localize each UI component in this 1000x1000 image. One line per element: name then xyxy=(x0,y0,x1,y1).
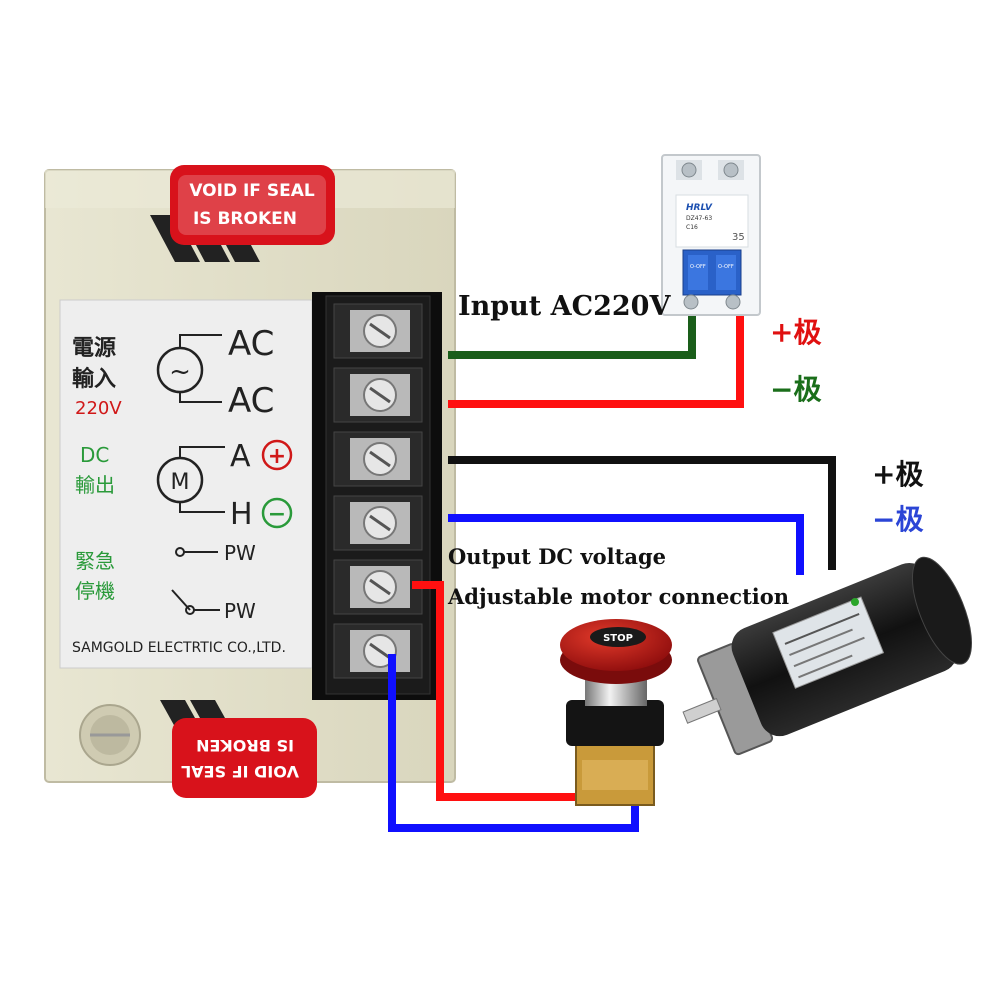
annotation-motor-minus: −极 xyxy=(872,503,923,536)
seal-sticker-top: VOID IF SEAL IS BROKEN xyxy=(170,165,335,245)
power-voltage: 220V xyxy=(75,398,122,419)
minus-symbol: − xyxy=(268,502,286,527)
label-panel-contents: 電源 輸入 220V DC 輸出 緊急 停機 ~ AC AC M A + H −… xyxy=(72,324,293,656)
terminal-screw-pw1 xyxy=(333,559,423,615)
annotation-breaker-minus: −极 xyxy=(770,373,821,406)
breaker-brand: HRLV xyxy=(686,203,713,213)
emergency-label-2: 停機 xyxy=(75,579,115,603)
stop-label: STOP xyxy=(603,633,633,644)
seal-bottom-line1: VOID IF SEAL xyxy=(181,762,299,781)
terminal-label-ac1: AC xyxy=(228,324,274,364)
emergency-label-1: 緊急 xyxy=(75,549,115,573)
annotation-output-line1: Output DC voltage xyxy=(448,544,666,569)
breaker-rating: C16 xyxy=(686,224,698,231)
motor-symbol-letter: M xyxy=(171,470,190,495)
terminal-screw-pw2 xyxy=(333,623,423,679)
annotation-motor-plus: +极 xyxy=(872,458,923,491)
wire-red-ac xyxy=(448,312,744,408)
terminal-screw-a xyxy=(333,431,423,487)
power-input-label-2: 輸入 xyxy=(72,366,116,392)
emergency-stop-button: STOP xyxy=(560,619,672,806)
dc-label: DC xyxy=(80,443,109,467)
terminal-block xyxy=(312,292,442,700)
dc-motor xyxy=(682,556,972,756)
wire-green-ac xyxy=(448,312,696,359)
seal-bottom-line2: IS BROKEN xyxy=(196,736,294,755)
terminal-label-a: A xyxy=(230,439,251,474)
wire-blue-dc-minus xyxy=(448,514,804,575)
terminal-label-pw1: PW xyxy=(224,541,256,565)
seal-top-line2: IS BROKEN xyxy=(193,209,297,229)
seal-top-line1: VOID IF SEAL xyxy=(189,181,315,201)
wire-red-stop xyxy=(412,581,590,801)
dc-output-label: 輸出 xyxy=(75,473,115,497)
annotation-output-line2: Adjustable motor connection xyxy=(447,584,789,609)
terminal-label-ac2: AC xyxy=(228,381,274,421)
circuit-breaker: HRLV DZ47-63 C16 35 O-OFF O-OFF xyxy=(661,154,761,316)
power-input-label-1: 電源 xyxy=(72,336,116,361)
terminal-screw-ac1 xyxy=(333,303,423,359)
wires xyxy=(388,312,836,832)
terminal-label-pw2: PW xyxy=(224,599,256,623)
annotation-breaker-plus: +极 xyxy=(770,316,821,349)
breaker-model: DZ47-63 xyxy=(686,215,712,222)
breaker-off-right: O-OFF xyxy=(718,264,734,270)
annotation-input: Input AC220V xyxy=(458,291,671,322)
ac-tilde: ~ xyxy=(169,357,191,387)
manufacturer-label: SAMGOLD ELECTRTIC CO.,LTD. xyxy=(72,640,286,656)
terminal-screw-h xyxy=(333,495,423,551)
terminal-screw-ac2 xyxy=(333,367,423,423)
breaker-off-left: O-OFF xyxy=(690,264,706,270)
plus-symbol: + xyxy=(268,444,286,469)
wire-blue-stop xyxy=(388,654,639,832)
wire-black-dc-plus xyxy=(448,456,836,570)
seal-sticker-bottom: VOID IF SEAL IS BROKEN xyxy=(172,718,317,798)
breaker-pole-number: 35 xyxy=(732,232,745,243)
round-vent xyxy=(79,704,141,766)
terminal-label-h: H xyxy=(230,497,253,532)
